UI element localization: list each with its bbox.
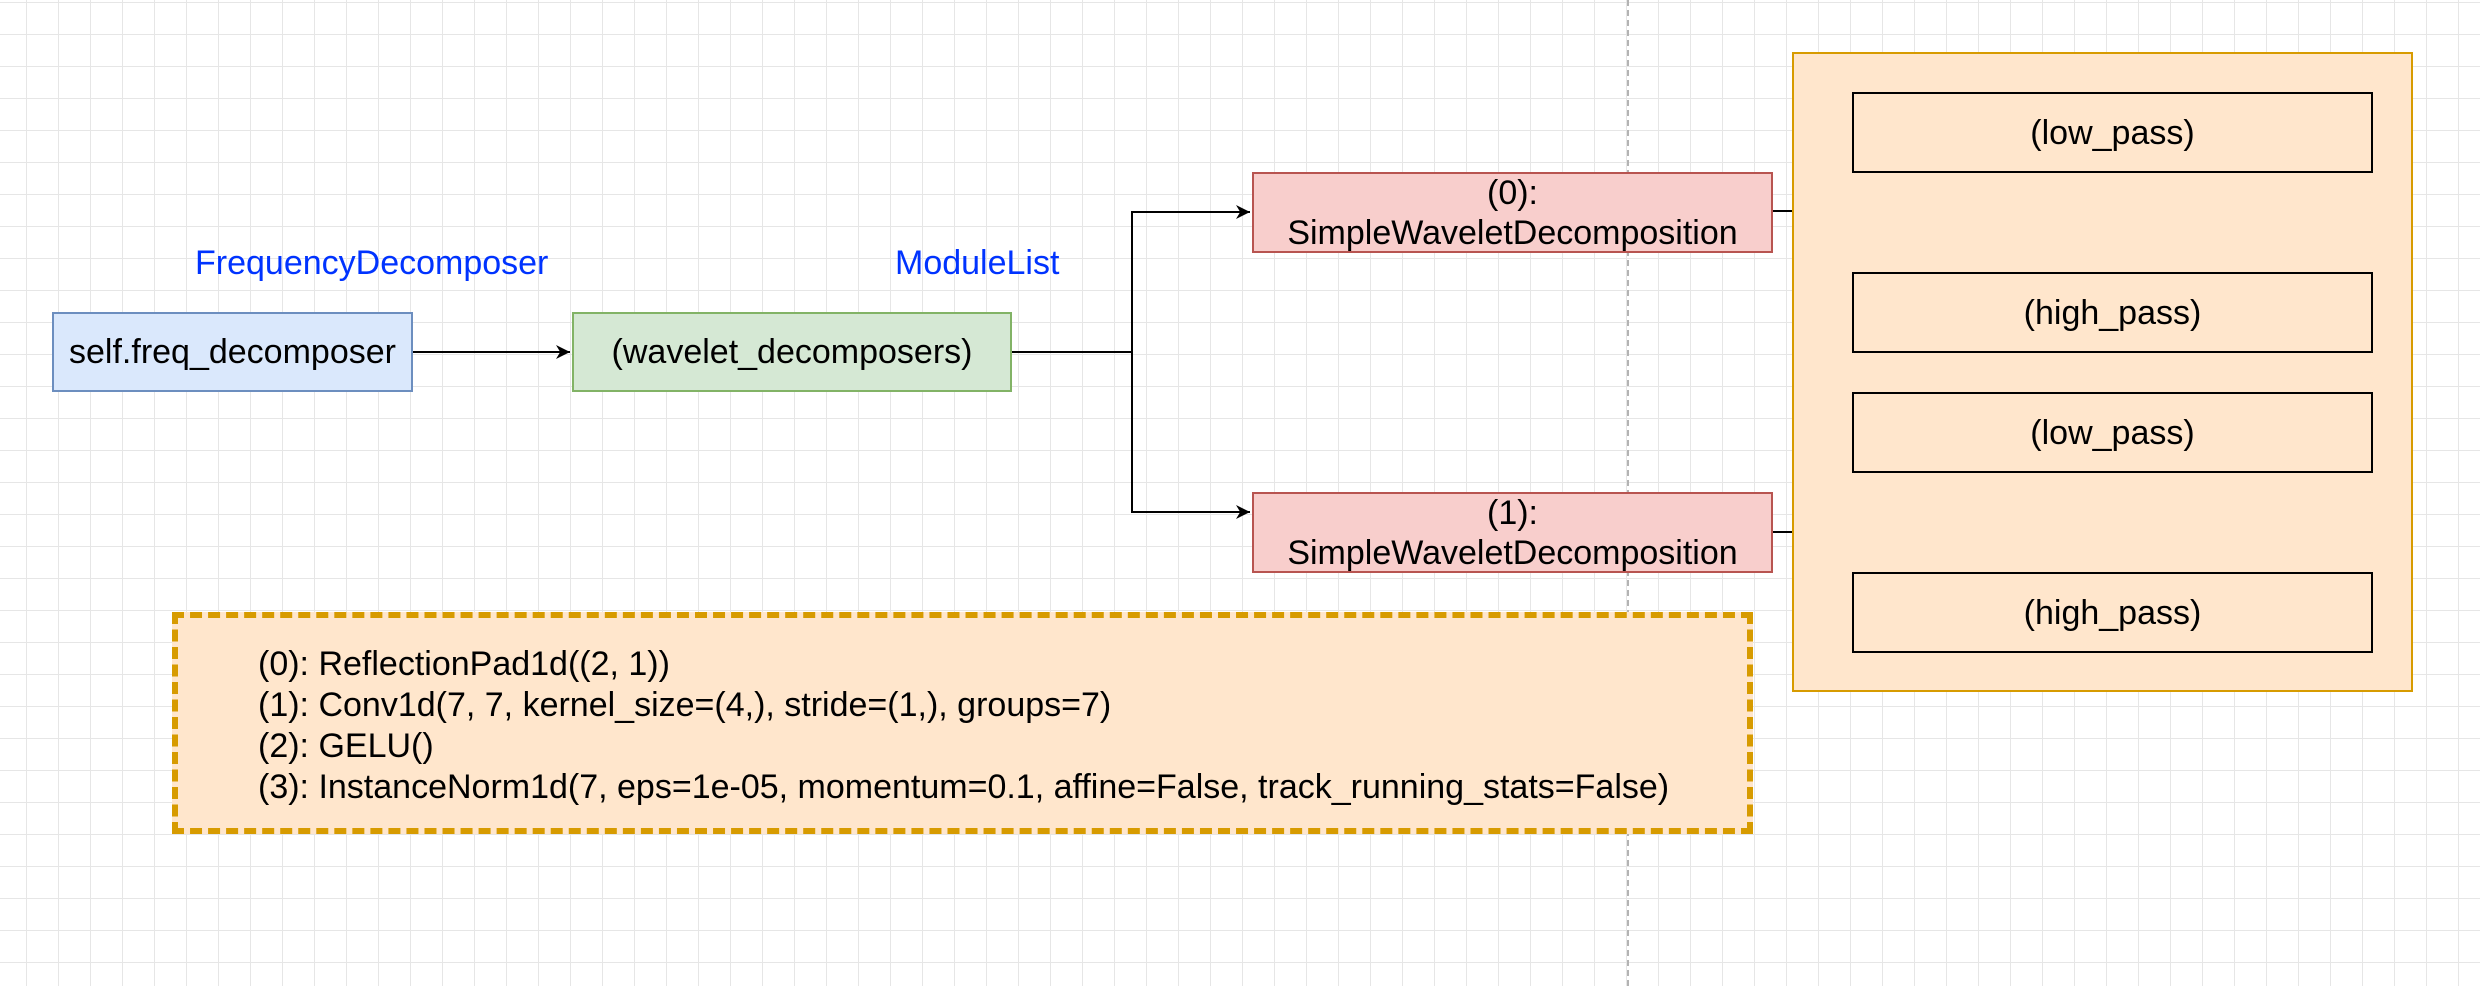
node-swd1-index: (1): xyxy=(1487,493,1538,532)
node-wavelet-decomposers-text: (wavelet_decomposers) xyxy=(611,333,973,371)
node-swd0-index: (0): xyxy=(1487,173,1538,212)
layer-0: (0): ReflectionPad1d((2, 1)) xyxy=(258,645,670,683)
edge-wavelet-to-swd0 xyxy=(1012,205,1250,353)
layer-3: (3): InstanceNorm1d(7, eps=1e-05, moment… xyxy=(258,768,1670,806)
node-swd1[interactable]: (1): SimpleWaveletDecomposition xyxy=(1252,492,1773,573)
node-low-pass-0-text: (low_pass) xyxy=(2030,113,2195,152)
node-freq-decomposer-text: self.freq_decomposer xyxy=(69,333,396,371)
node-wavelet-decomposers[interactable]: (wavelet_decomposers) xyxy=(572,312,1012,392)
node-swd0-name: SimpleWaveletDecomposition xyxy=(1287,213,1738,252)
node-high-pass-0-text: (high_pass) xyxy=(2023,293,2202,332)
node-high-pass-1-text: (high_pass) xyxy=(2023,593,2202,632)
node-low-pass-1-text: (low_pass) xyxy=(2030,413,2195,452)
node-freq-decomposer[interactable]: self.freq_decomposer xyxy=(52,312,413,392)
label-frequency-decomposer: FrequencyDecomposer xyxy=(195,244,549,282)
node-high-pass-0[interactable]: (high_pass) xyxy=(1852,272,2373,353)
edge-wavelet-to-swd1 xyxy=(1131,352,1250,519)
node-high-pass-1[interactable]: (high_pass) xyxy=(1852,572,2373,653)
layer-2: (2): GELU() xyxy=(258,727,434,765)
node-low-pass-1[interactable]: (low_pass) xyxy=(1852,392,2373,473)
label-module-list: ModuleList xyxy=(895,244,1060,282)
node-low-pass-0[interactable]: (low_pass) xyxy=(1852,92,2373,173)
node-swd1-name: SimpleWaveletDecomposition xyxy=(1287,533,1738,572)
node-swd0[interactable]: (0): SimpleWaveletDecomposition xyxy=(1252,172,1773,253)
layer-1: (1): Conv1d(7, 7, kernel_size=(4,), stri… xyxy=(258,686,1112,724)
sequential-layers-box[interactable]: (0): ReflectionPad1d((2, 1)) (1): Conv1d… xyxy=(172,612,1753,834)
